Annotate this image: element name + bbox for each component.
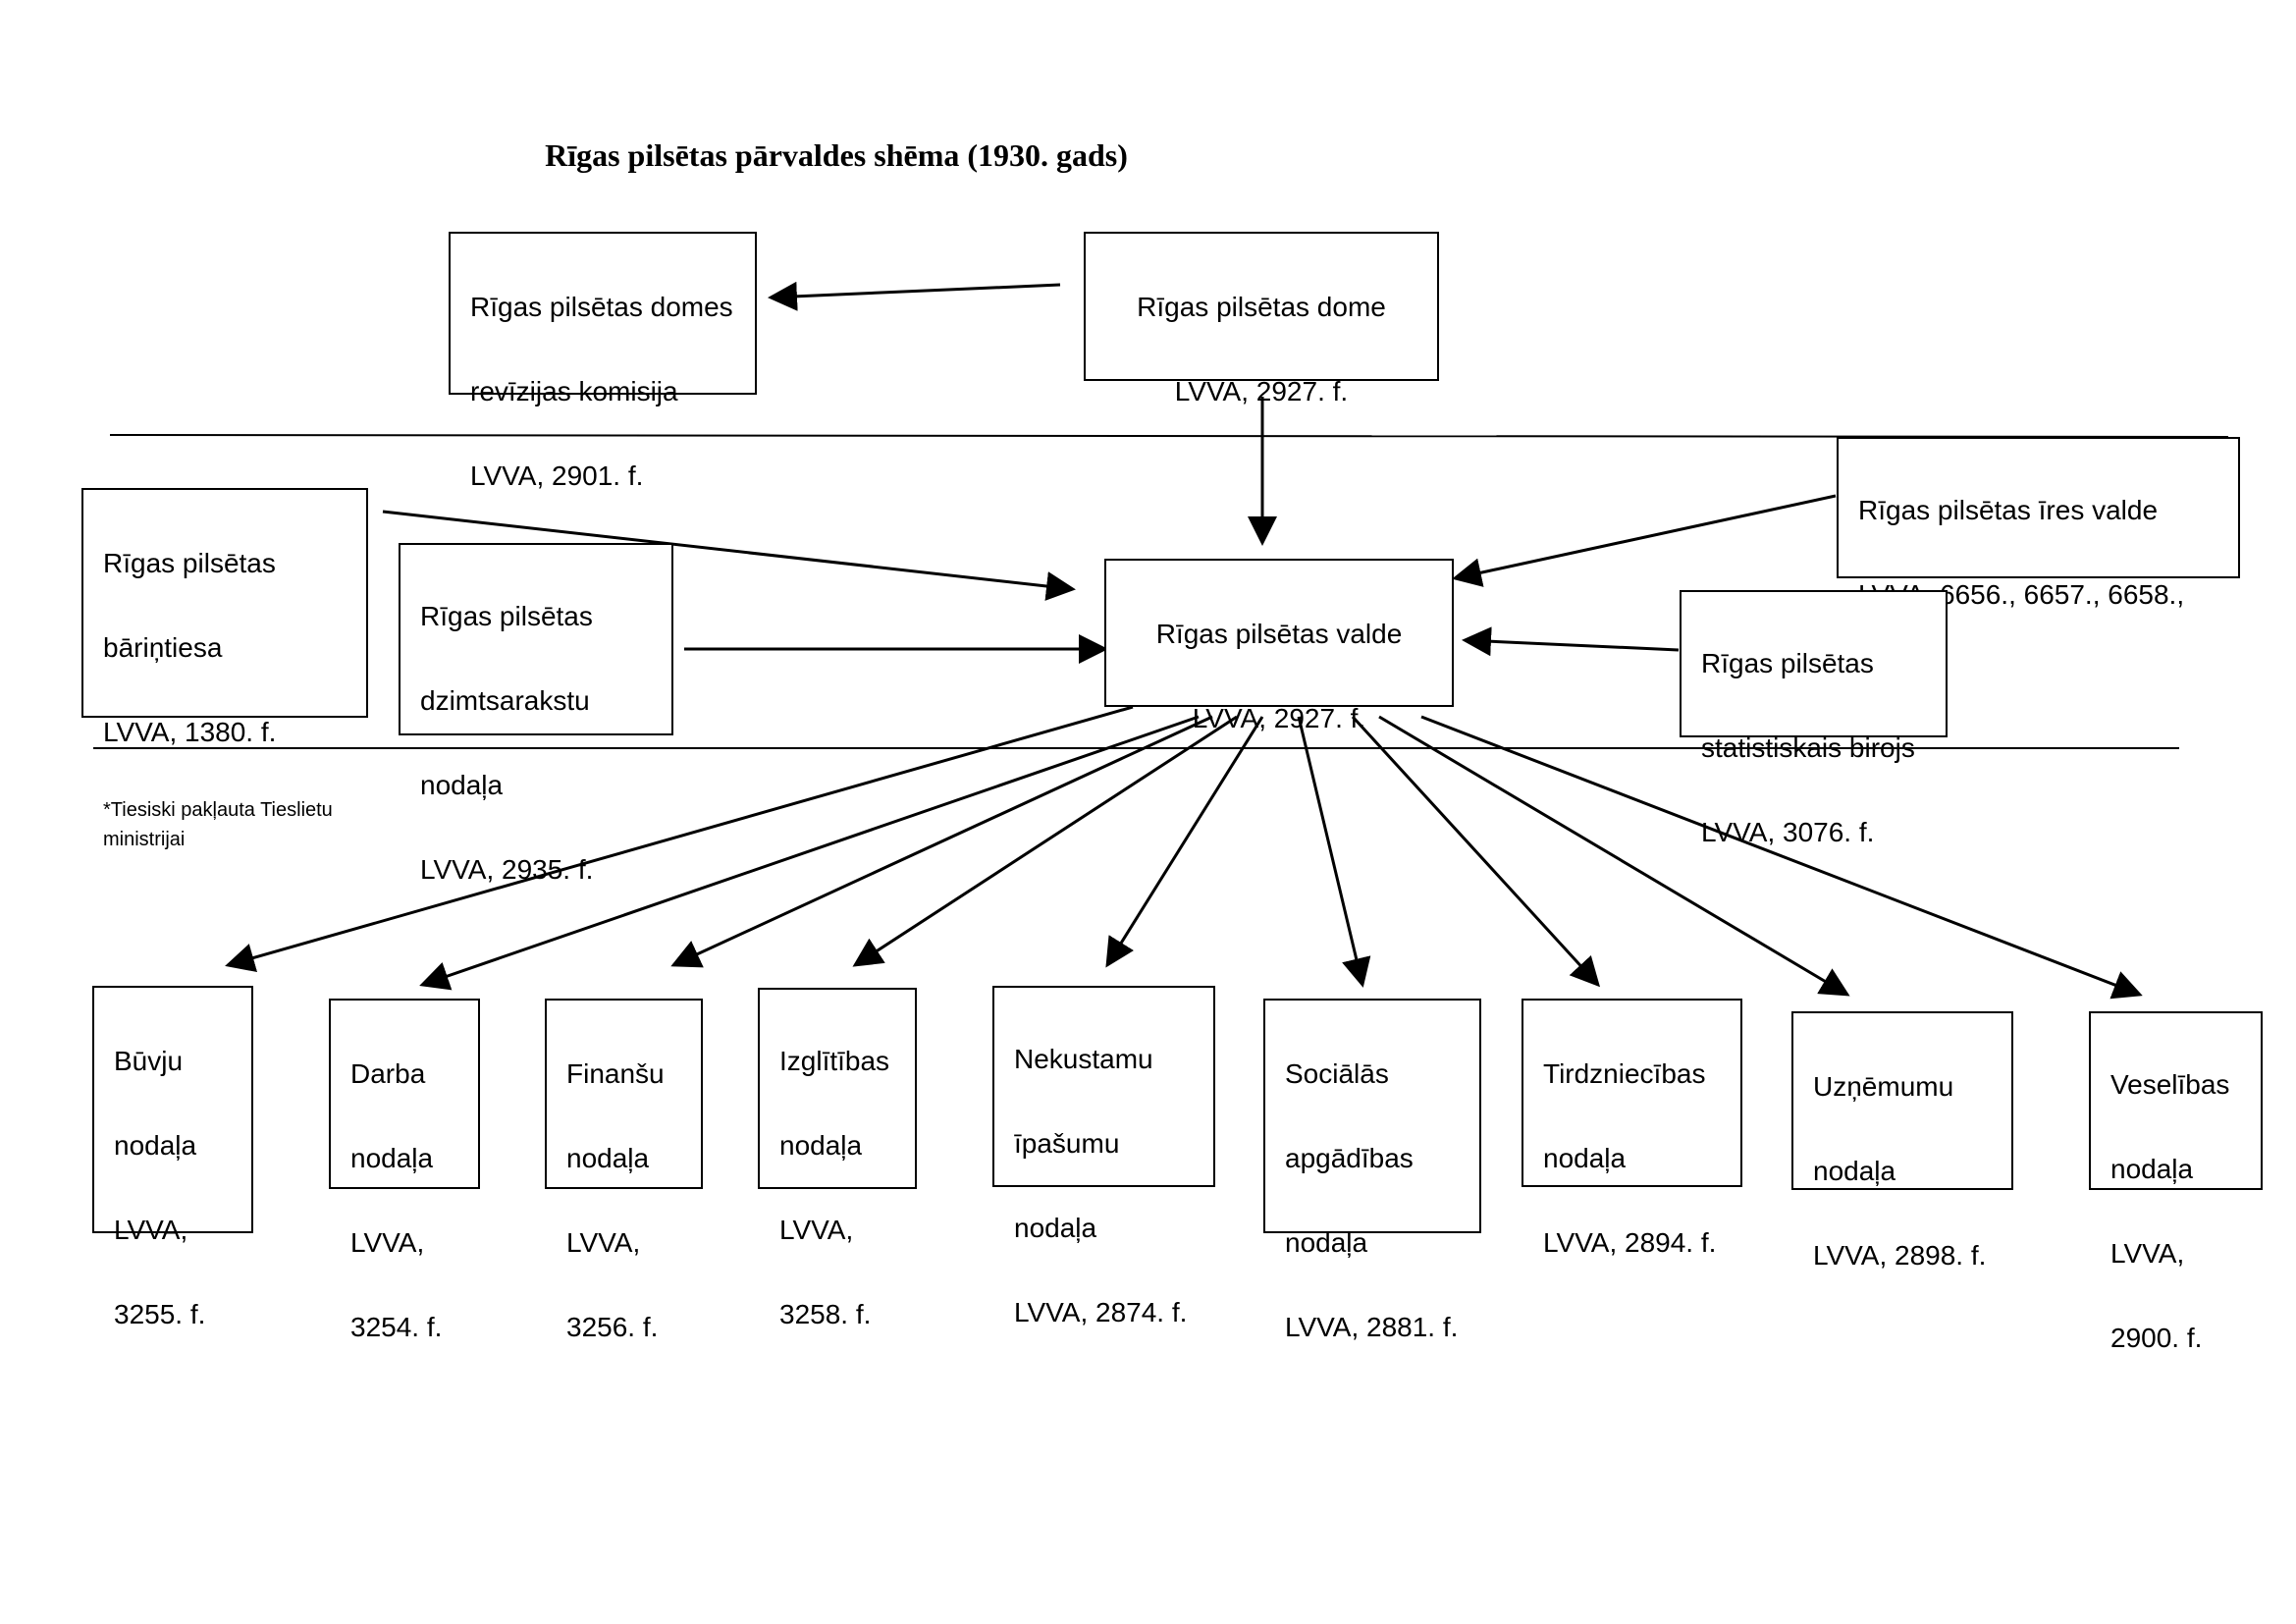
arrow-valde-to-tirdzniecibas [1351, 715, 1601, 988]
box-line: nodaļa [1813, 1156, 1896, 1186]
box-line: statistiskais birojs [1701, 732, 1915, 763]
arrow-valde-to-nekustamu [1105, 716, 1264, 968]
box-izglitibas: Izglītības nodaļa LVVA, 3258. f. [758, 988, 917, 1329]
box-line: Izglītības [779, 1046, 890, 1076]
box-line: Rīgas pilsētas dome [1137, 292, 1386, 322]
box-socialas: Sociālās apgādības nodaļa LVVA, 2881. f. [1263, 999, 1481, 1342]
box-line: 2900. f. [2110, 1323, 2203, 1353]
box-line: nodaļa [420, 770, 504, 800]
arrow-valde-to-socialas [1297, 716, 1371, 988]
box-dzimtsarakstu: Rīgas pilsētas dzimtsarakstu nodaļa LVVA… [399, 543, 673, 885]
box-line: nodaļa [779, 1130, 863, 1161]
box-line: LVVA, 3076. f. [1701, 817, 1875, 847]
box-line: Tirdzniecības [1543, 1058, 1706, 1089]
box-finansu: Finanšu nodaļa LVVA, 3256. f. [545, 999, 703, 1342]
box-line: nodaļa [566, 1143, 650, 1173]
box-line: LVVA, [2110, 1238, 2185, 1269]
box-ires-valde: Rīgas pilsētas īres valde LVVA, 6656., 6… [1837, 437, 2240, 694]
box-line: apgādības [1285, 1143, 1414, 1173]
box-line: LVVA, 2898. f. [1813, 1240, 1987, 1271]
box-line: LVVA, 2935. f. [420, 854, 594, 885]
box-nekustamu: Nekustamu īpašumu nodaļa LVVA, 2874. f. [992, 986, 1215, 1327]
box-line: LVVA, [114, 1215, 188, 1245]
box-line: Darba [350, 1058, 426, 1089]
box-line: 3254. f. [350, 1312, 443, 1342]
diagram-title: Rīgas pilsētas pārvaldes shēma (1930. ga… [545, 137, 1128, 173]
box-line: LVVA, 2881. f. [1285, 1312, 1459, 1342]
box-line: Nekustamu [1014, 1044, 1153, 1074]
box-line: Rīgas pilsētas [103, 548, 276, 578]
box-line: LVVA, 2901. f. [470, 460, 644, 491]
arrow-valde-to-izglitibas [852, 715, 1238, 967]
box-line: LVVA, 2894. f. [1543, 1227, 1717, 1258]
box-note: *Tiesiski pakļauta Tieslietu ministrijai [103, 799, 333, 850]
box-line: nodaļa [1014, 1213, 1097, 1243]
box-line: nodaļa [2110, 1154, 2194, 1184]
box-line: Rīgas pilsētas [1701, 648, 1874, 678]
box-line: Rīgas pilsētas domes [470, 292, 733, 322]
box-line: Veselības [2110, 1069, 2230, 1100]
box-line: Uzņēmumu [1813, 1071, 1954, 1102]
box-barintiesa: Rīgas pilsētas bāriņtiesa LVVA, 1380. f.… [81, 488, 368, 850]
box-line: nodaļa [1285, 1227, 1368, 1258]
box-line: Rīgas pilsētas īres valde [1858, 495, 2159, 525]
box-tirdzniecibas: Tirdzniecības nodaļa LVVA, 2894. f. [1522, 999, 1742, 1258]
box-line: Būvju [114, 1046, 184, 1076]
box-line: Rīgas pilsētas [420, 601, 593, 631]
box-valde: Rīgas pilsētas valde LVVA, 2927. f. [1104, 559, 1454, 733]
box-line: LVVA, [779, 1215, 854, 1245]
box-line: Rīgas pilsētas valde [1155, 619, 1403, 649]
box-line: Sociālās [1285, 1058, 1389, 1089]
arrow-valde-to-darba [419, 715, 1200, 991]
separator-line-top [109, 434, 2229, 438]
box-line: LVVA, 2927. f. [1174, 376, 1349, 406]
box-line: LVVA, [566, 1227, 641, 1258]
arrow-dome-to-revizijas [768, 281, 1061, 311]
box-line: 3258. f. [779, 1299, 872, 1329]
arrow-ires-valde-to-valde [1452, 494, 1837, 587]
box-line: LVVA, 2874. f. [1014, 1297, 1188, 1327]
box-statistikas: Rīgas pilsētas statistiskais birojs LVVA… [1680, 590, 1948, 847]
box-line: 3255. f. [114, 1299, 206, 1329]
box-line: īpašumu [1014, 1128, 1120, 1159]
box-revizijas-komisija: Rīgas pilsētas domes revīzijas komisija … [449, 232, 757, 491]
box-line: LVVA, 1380. f. [103, 717, 277, 747]
arrow-valde-to-buvju [225, 705, 1134, 973]
box-line: revīzijas komisija [470, 376, 678, 406]
box-dome: Rīgas pilsētas dome LVVA, 2927. f. [1084, 232, 1439, 406]
box-line: nodaļa [114, 1130, 197, 1161]
box-line: LVVA, 2927. f. [1192, 703, 1366, 733]
arrow-statistikas-to-valde [1462, 626, 1680, 657]
box-darba: Darba nodaļa LVVA, 3254. f. [329, 999, 480, 1342]
arrow-valde-to-veselibas [1420, 715, 2143, 1000]
box-line: 3256. f. [566, 1312, 659, 1342]
box-buvju: Būvju nodaļa LVVA, 3255. f. [92, 986, 253, 1329]
box-line: nodaļa [350, 1143, 434, 1173]
arrow-valde-to-finansu [670, 715, 1213, 968]
arrow-valde-to-uznemumu [1378, 715, 1850, 997]
box-line: dzimtsarakstu [420, 685, 590, 716]
box-uznemumu: Uzņēmumu nodaļa LVVA, 2898. f. [1791, 1011, 2013, 1271]
box-veselibas: Veselības nodaļa LVVA, 2900. f. [2089, 1011, 2263, 1353]
arrow-barintiesa-to-valde [382, 510, 1076, 601]
box-line: Finanšu [566, 1058, 665, 1089]
box-line: nodaļa [1543, 1143, 1627, 1173]
box-line: bāriņtiesa [103, 632, 223, 663]
box-line: LVVA, [350, 1227, 425, 1258]
